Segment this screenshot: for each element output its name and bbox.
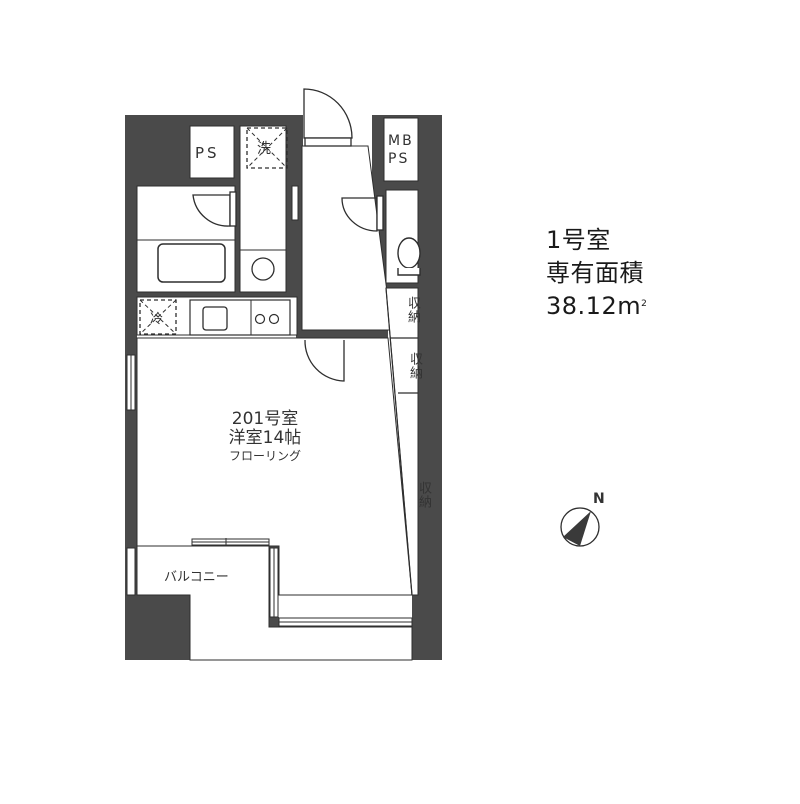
toilet-fixture — [397, 237, 421, 276]
mbps-label-bottom: PS — [388, 151, 410, 167]
washer-area — [246, 127, 288, 169]
mbps-space — [383, 117, 419, 182]
room-type: 洋室14帖 — [228, 428, 302, 448]
storage-label-3: 収納 — [416, 481, 431, 509]
unit-info: 1号室 専有面積 38.12m2 — [546, 224, 647, 323]
compass-north-label: N — [593, 491, 605, 507]
stove-burner-left — [254, 313, 266, 325]
bathtub — [157, 243, 226, 283]
toilet-door — [341, 195, 384, 232]
room-name: 201号室 — [231, 409, 299, 429]
area-label: 専有面積 — [546, 259, 644, 287]
balcony-space — [136, 545, 413, 661]
mbps-label-top: MB — [388, 133, 414, 149]
ps-label: PS — [195, 144, 220, 162]
storage-dividers — [385, 287, 418, 596]
area-value-row: 38.12m2 — [546, 290, 647, 323]
area-unit-sup: 2 — [641, 299, 648, 309]
compass-icon — [560, 507, 600, 547]
main-room-label: 201号室 洋室14帖 フローリング — [210, 410, 320, 464]
fridge-label: 冷 — [150, 312, 164, 327]
windows — [126, 354, 413, 627]
fridge-area — [139, 299, 177, 335]
storage-label-2: 収納 — [407, 352, 422, 380]
storage-label-1: 収納 — [405, 296, 420, 324]
balcony-label: バルコニー — [164, 570, 229, 585]
north-compass: N — [558, 491, 608, 549]
bath-door — [192, 191, 237, 227]
ps-space — [189, 125, 235, 179]
room-number: 1号室 — [546, 226, 611, 254]
room-door — [304, 339, 345, 382]
interior-spaces — [136, 117, 419, 661]
room-flooring: フローリング — [228, 449, 301, 463]
entrance-door — [303, 88, 353, 147]
wash-basin — [251, 257, 275, 281]
washer-label: 洗 — [257, 141, 271, 157]
kitchen-sink — [202, 306, 228, 331]
area-value: 38.12m — [546, 292, 642, 320]
stove-burner-right — [268, 313, 280, 325]
